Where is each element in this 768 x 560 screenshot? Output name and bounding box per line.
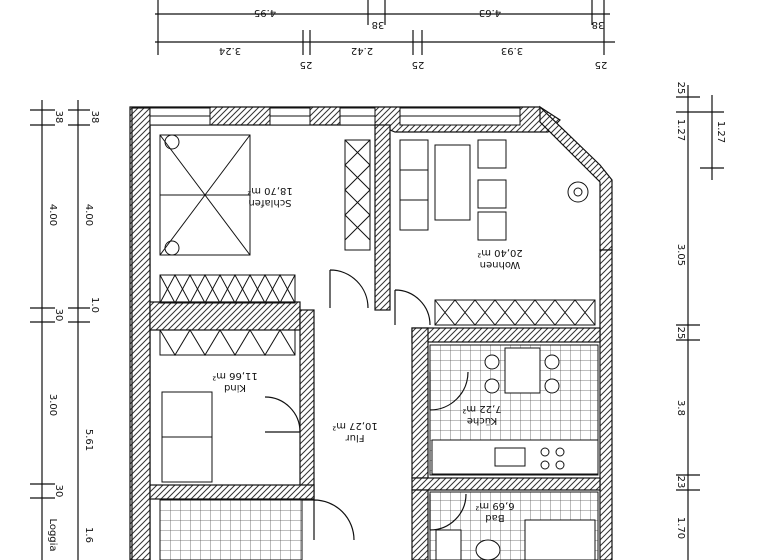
dimension-top (155, 0, 615, 55)
dim-left-3: 30 (53, 309, 64, 322)
dim-left-9: 1.0 (89, 297, 100, 313)
room-label-wohnen: Wohnen 20,40 m² (477, 247, 523, 270)
kind-furniture (159, 329, 296, 483)
room-area: 10,27 m² (332, 420, 378, 431)
dim-top-6: 25 (300, 59, 313, 70)
shelf-wohnen (434, 299, 596, 326)
doors (264, 269, 469, 541)
room-area: 18,70 m² (247, 185, 293, 196)
dim-right-4: 3.05 (675, 244, 686, 266)
dimension-left-labels: 38 4.00 30 3.00 30 Loggia 38 4.00 1.0 5.… (47, 111, 100, 552)
dim-top-8: 25 (412, 59, 425, 70)
dim-right-1: 25 (675, 82, 686, 95)
dimension-top-labels: 4.95 38 4.63 38 3.24 25 2.42 25 3.93 25 (219, 7, 608, 70)
room-name: Kind (224, 382, 246, 393)
dim-top-3: 4.63 (479, 7, 501, 18)
dim-right-2: 1.27 (675, 119, 686, 141)
dimension-right (676, 85, 724, 560)
dimension-left (30, 100, 90, 560)
dim-top-10: 25 (595, 59, 608, 70)
dimension-right-labels: 25 1.27 1.27 3.05 25 3.8 23 1.70 (675, 82, 726, 540)
dim-left-6: Loggia (47, 518, 58, 551)
room-area: 7,22 m² (462, 403, 501, 414)
dim-top-4: 38 (592, 19, 605, 30)
room-area: 6,69 m² (475, 500, 514, 511)
sofa-set (399, 139, 589, 241)
dim-left-8: 4.00 (83, 204, 94, 226)
room-label-kueche: Küche 7,22 m² (462, 403, 501, 426)
room-area: 20,40 m² (477, 247, 523, 258)
dim-top-1: 4.95 (254, 7, 276, 18)
dim-right-5: 25 (675, 327, 686, 340)
dim-right-7: 23 (675, 476, 686, 489)
room-name: Schlafen (248, 197, 291, 208)
room-name: Bad (485, 512, 504, 523)
dim-top-5: 3.24 (219, 45, 241, 56)
room-label-flur: Flur 10,27 m² (332, 420, 378, 443)
dim-top-2: 38 (372, 19, 385, 30)
dim-left-4: 3.00 (47, 394, 58, 416)
dim-left-11: 1.6 (83, 527, 94, 543)
room-label-kind: Kind 11,66 m² (212, 370, 258, 393)
dim-top-7: 2.42 (351, 45, 373, 56)
windows (149, 107, 521, 126)
outer-walls (129, 105, 613, 560)
bathroom (429, 491, 599, 560)
wardrobe-schlafen (159, 139, 371, 305)
dim-left-2: 4.00 (47, 204, 58, 226)
room-name: Wohnen (480, 259, 521, 270)
dim-left-10: 5.61 (83, 429, 94, 451)
dining-table (431, 347, 599, 475)
dim-right-6: 3.8 (675, 400, 686, 416)
dim-right-3: 1.27 (715, 121, 726, 143)
bed (159, 134, 251, 256)
dim-top-9: 3.93 (501, 45, 523, 56)
room-label-bad: Bad 6,69 m² (475, 500, 514, 523)
dim-right-8: 1.70 (675, 517, 686, 539)
dim-left-1: 38 (53, 111, 64, 124)
dim-left-7: 38 (89, 111, 100, 124)
room-area: 11,66 m² (212, 370, 258, 381)
room-label-schlafen: Schlafen 18,70 m² (247, 185, 293, 208)
dim-left-5: 30 (53, 485, 64, 498)
loggia (159, 499, 303, 560)
room-name: Flur (345, 432, 365, 443)
room-name: Küche (467, 415, 497, 426)
